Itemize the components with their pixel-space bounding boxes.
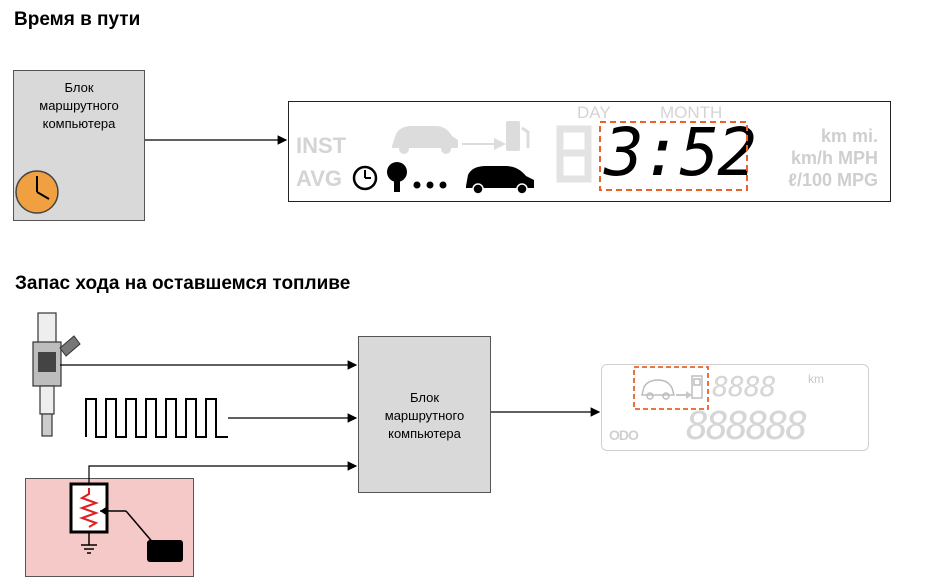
box-line-1: Блок	[64, 80, 94, 95]
section2-title: Запас хода на оставшемся топливе	[15, 273, 351, 294]
location-pin-icon	[387, 162, 447, 192]
fuel-level-sensor-icon	[69, 482, 183, 562]
box-line-2: маршрутного	[384, 408, 465, 423]
odo-label: ODO	[609, 427, 639, 443]
faded-digit-8	[556, 125, 592, 183]
faded-fuel-pump-icon	[506, 121, 530, 151]
box-line-3: компьютера	[42, 116, 116, 131]
month-label: MONTH	[660, 103, 723, 122]
time-highlight-frame	[599, 121, 748, 191]
inst-label: INST	[296, 133, 347, 158]
range-km-unit: km	[808, 372, 824, 386]
range-car-icon	[641, 379, 675, 400]
range-display	[601, 364, 869, 451]
fuel-injector-icon	[32, 312, 81, 437]
car-icon	[466, 166, 534, 195]
trip-computer-box-2: Блок маршрутного компьютера	[358, 336, 491, 493]
pulse-signal-icon	[85, 398, 228, 438]
range-arrow	[676, 391, 692, 399]
unit-km-mi: km mi.	[820, 126, 878, 146]
faded-arrow	[462, 138, 506, 150]
small-clock-icon	[352, 165, 378, 191]
section1-title: Время в пути	[14, 9, 141, 30]
fuel-pump-icon	[691, 375, 703, 399]
faded-car-icon	[392, 126, 458, 154]
arrow-sensor-to-box	[88, 461, 358, 485]
unit-l100-mpg: ℓ/100 MPG	[788, 170, 878, 190]
day-label: DAY	[577, 103, 611, 122]
box-line-1: Блок	[409, 390, 440, 405]
range-digits: 8888	[712, 370, 776, 403]
clock-icon	[15, 170, 59, 214]
box-line-2: маршрутного	[39, 98, 119, 113]
odo-digits: 888888	[686, 404, 808, 448]
time-value: 3:52	[604, 114, 757, 191]
avg-label: AVG	[296, 166, 343, 191]
range-highlight-frame	[633, 366, 709, 410]
box-line-3: компьютера	[388, 426, 461, 441]
unit-kmh-mph: km/h MPH	[790, 148, 878, 168]
